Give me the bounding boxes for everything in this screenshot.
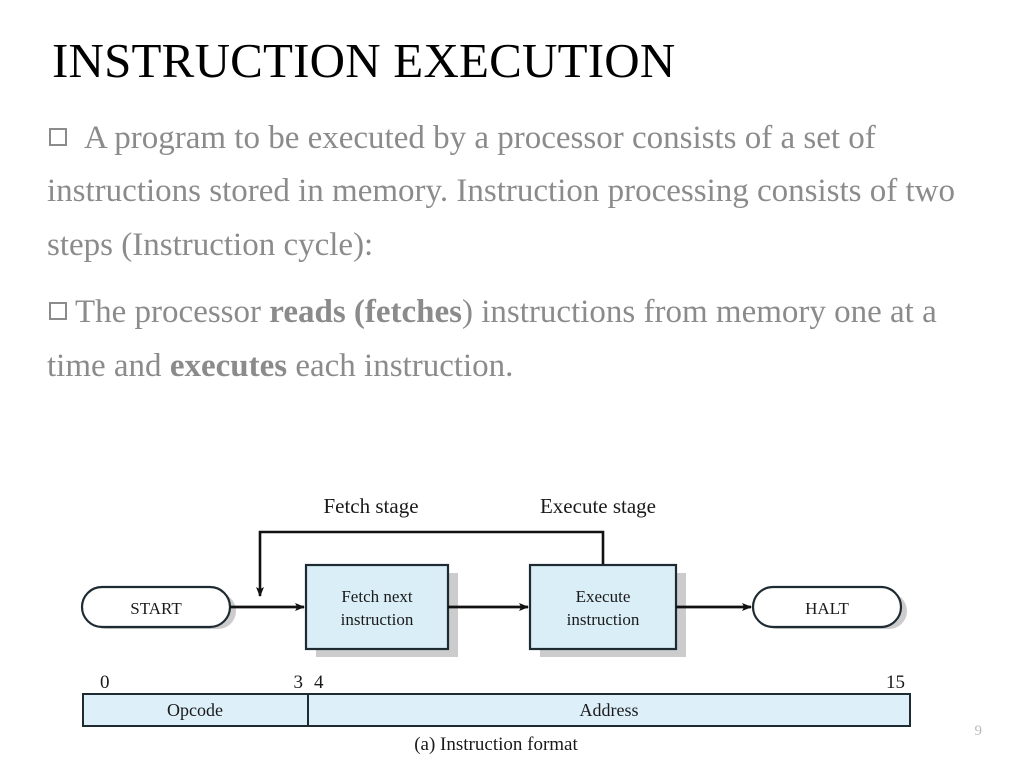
node-execute-label-line2: instruction bbox=[567, 610, 640, 629]
node-start: START bbox=[80, 585, 232, 629]
bullet-list: A program to be executed by a processor … bbox=[47, 112, 982, 399]
hollow-square-bullet-icon bbox=[47, 301, 73, 325]
bullet-item-2-part-4-bold: executes bbox=[169, 347, 288, 384]
node-halt: HALT bbox=[751, 585, 903, 629]
edge-feedback-loop bbox=[256, 530, 605, 597]
bit-label-3: 3 bbox=[294, 672, 304, 693]
figure-caption: (a) Instruction format bbox=[414, 734, 578, 755]
node-fetch-next-label-line2: instruction bbox=[341, 610, 414, 629]
bullet-item-2: The processor reads (fetches) instructio… bbox=[47, 286, 982, 393]
bullet-item-2-part-2-bold: reads (fetches bbox=[269, 294, 463, 331]
node-halt-label: HALT bbox=[805, 599, 849, 618]
address-field bbox=[307, 693, 911, 727]
bullet-item-2-part-1: The processor bbox=[75, 294, 270, 331]
instruction-format-bar: 0 3 4 15 Opcode Address (a) Instruction … bbox=[82, 672, 911, 755]
bullet-item-1-text: A program to be executed by a processor … bbox=[47, 120, 955, 263]
bullet-item-2-part-5: each instruction. bbox=[287, 347, 514, 384]
page-title: INSTRUCTION EXECUTION bbox=[52, 33, 676, 88]
node-execute-label-line1: Execute bbox=[576, 587, 631, 606]
hollow-square-bullet-icon bbox=[47, 127, 73, 150]
page-number: 9 bbox=[974, 723, 983, 739]
node-start-label: START bbox=[130, 599, 182, 618]
fetch-box-shadow bbox=[316, 573, 458, 657]
node-fetch-next-instruction: Fetch next instruction bbox=[304, 563, 450, 651]
node-execute-instruction: Execute instruction bbox=[528, 563, 678, 651]
halt-pill-shadow bbox=[759, 593, 907, 629]
address-field-label: Address bbox=[580, 700, 639, 720]
bit-label-4: 4 bbox=[314, 672, 324, 693]
bit-label-15: 15 bbox=[886, 672, 905, 693]
start-pill-shadow bbox=[88, 593, 236, 629]
opcode-field-label: Opcode bbox=[167, 700, 223, 720]
execute-stage-label: Execute stage bbox=[540, 494, 656, 518]
bit-label-0: 0 bbox=[100, 672, 110, 693]
execute-box-shadow bbox=[540, 573, 686, 657]
opcode-field bbox=[82, 693, 309, 727]
fetch-stage-label: Fetch stage bbox=[323, 494, 418, 518]
node-fetch-next-label-line1: Fetch next bbox=[341, 587, 413, 606]
bullet-item-2-part-3: ) instructions from memory one at a time… bbox=[47, 294, 937, 384]
bullet-item-1: A program to be executed by a processor … bbox=[47, 112, 982, 272]
